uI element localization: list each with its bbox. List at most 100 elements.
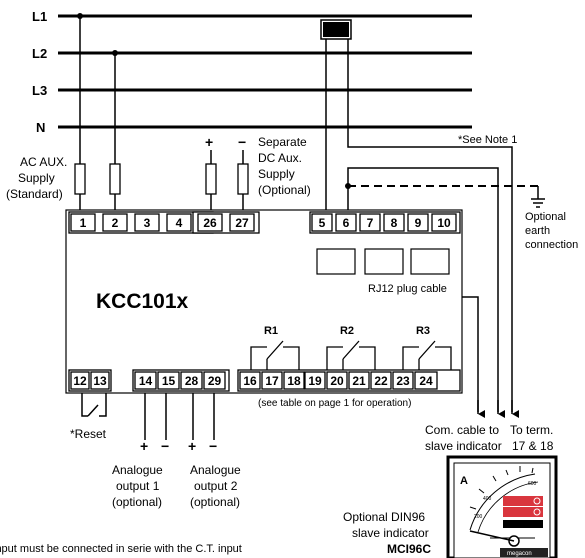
- analogue-plus: +: [188, 438, 196, 454]
- slave-label: Optional DIN96: [343, 510, 425, 524]
- relay-label: R2: [340, 325, 354, 337]
- device-body: [65, 209, 463, 394]
- see-note: *See Note 1: [458, 134, 517, 146]
- terminal-label: 2: [112, 216, 119, 230]
- meter-unit: A: [460, 475, 468, 487]
- terminal-label: 16: [243, 374, 257, 388]
- slave-model: MCI96C: [387, 542, 431, 556]
- earth-label: Optional: [525, 211, 566, 223]
- terminal-23: [392, 371, 414, 390]
- terminal-20: [326, 371, 348, 390]
- label-n: N: [36, 120, 45, 135]
- terminal-22: [370, 371, 392, 390]
- terminal-3: [134, 213, 160, 232]
- terminal-label: 10: [437, 216, 451, 230]
- terminal-label: 6: [343, 216, 350, 230]
- terminal-label: 5: [319, 216, 326, 230]
- terminal-label: 24: [419, 374, 433, 388]
- terminal-12: [70, 371, 90, 390]
- label-l3: L3: [32, 83, 47, 98]
- terminal-9: [407, 213, 429, 232]
- terminal-label: 17: [265, 374, 279, 388]
- dc-minus-sign: −: [238, 134, 246, 150]
- dc-aux-label: Separate: [258, 135, 307, 149]
- fuse-icon: [205, 163, 217, 195]
- analogue-plus: +: [140, 438, 148, 454]
- relay-r1: R1: [250, 325, 300, 370]
- terminal-21: [348, 371, 370, 390]
- terminal-8: [383, 213, 405, 232]
- relay-label: R3: [416, 325, 430, 337]
- terminal-label: 12: [73, 374, 87, 388]
- current-transformer: [323, 22, 349, 37]
- dc-aux-label: DC Aux.: [258, 151, 302, 165]
- analogue-minus: −: [161, 438, 169, 454]
- footnote: input must be connected in serie with th…: [0, 543, 242, 555]
- ac-aux-label: Supply: [18, 171, 55, 185]
- to-term-label: 17 & 18: [512, 439, 554, 453]
- to-term-label: To term.: [510, 423, 553, 437]
- terminal-1: [70, 213, 96, 232]
- see-table-note: (see table on page 1 for operation): [258, 398, 411, 409]
- relay-r2: R2: [326, 325, 376, 370]
- com-label: slave indicator: [425, 439, 502, 453]
- terminal-label: 21: [352, 374, 366, 388]
- terminal-label: 27: [235, 216, 249, 230]
- meter-scale-400: 400: [483, 496, 492, 502]
- terminal-label: 19: [308, 374, 322, 388]
- terminal-6: [335, 213, 357, 232]
- terminal-label: 1: [80, 216, 87, 230]
- rj12-port: [364, 248, 404, 275]
- terminal-24: [414, 371, 438, 390]
- meter-needle: [469, 530, 515, 542]
- earth-icon: [531, 186, 545, 208]
- ac-aux-label: AC AUX.: [20, 155, 67, 169]
- terminal-28: [180, 371, 203, 390]
- terminal-label: 9: [415, 216, 422, 230]
- analogue-2-label: Analogue: [190, 463, 241, 477]
- earth-label: connection: [525, 239, 578, 251]
- ac-aux-label: (Standard): [6, 187, 63, 201]
- dc-aux-label: (Optional): [258, 183, 311, 197]
- rj12-port: [410, 248, 450, 275]
- ct-outline: [320, 19, 352, 40]
- relay-label: R1: [264, 325, 278, 337]
- terminal-26: [197, 213, 223, 232]
- terminal-label: 29: [208, 374, 222, 388]
- terminal-label: 23: [396, 374, 410, 388]
- dc-plus-sign: +: [205, 134, 213, 150]
- terminal-17: [261, 371, 283, 390]
- fuse-icon: [109, 163, 121, 195]
- terminal-label: 3: [144, 216, 151, 230]
- meter-scale-200: 200: [474, 514, 483, 520]
- terminal-label: 13: [93, 374, 107, 388]
- terminal-2: [102, 213, 128, 232]
- reset-label: *Reset: [70, 427, 107, 441]
- terminal-29: [203, 371, 226, 390]
- terminal-7: [359, 213, 381, 232]
- analogue-1-label: Analogue: [112, 463, 163, 477]
- terminal-15: [157, 371, 180, 390]
- analogue-1-label: (optional): [112, 495, 162, 509]
- terminal-19: [304, 371, 326, 390]
- terminal-5: [311, 213, 333, 232]
- label-l1: L1: [32, 9, 47, 24]
- analogue-minus: −: [209, 438, 217, 454]
- terminal-label: 4: [176, 216, 183, 230]
- device-name: KCC101x: [96, 290, 189, 313]
- terminal-label: 28: [185, 374, 199, 388]
- fuse-icon: [237, 163, 249, 195]
- terminal-label: 14: [139, 374, 153, 388]
- meter-scale-600: 600: [528, 481, 537, 487]
- terminal-14: [134, 371, 157, 390]
- analogue-2-label: (optional): [190, 495, 240, 509]
- analogue-1-label: output 1: [116, 479, 160, 493]
- terminal-label: 18: [287, 374, 301, 388]
- terminal-4: [166, 213, 192, 232]
- terminal-label: 15: [162, 374, 176, 388]
- terminal-label: 26: [203, 216, 217, 230]
- analogue-2-label: output 2: [194, 479, 238, 493]
- terminal-18: [283, 371, 305, 390]
- terminal-10: [431, 213, 457, 232]
